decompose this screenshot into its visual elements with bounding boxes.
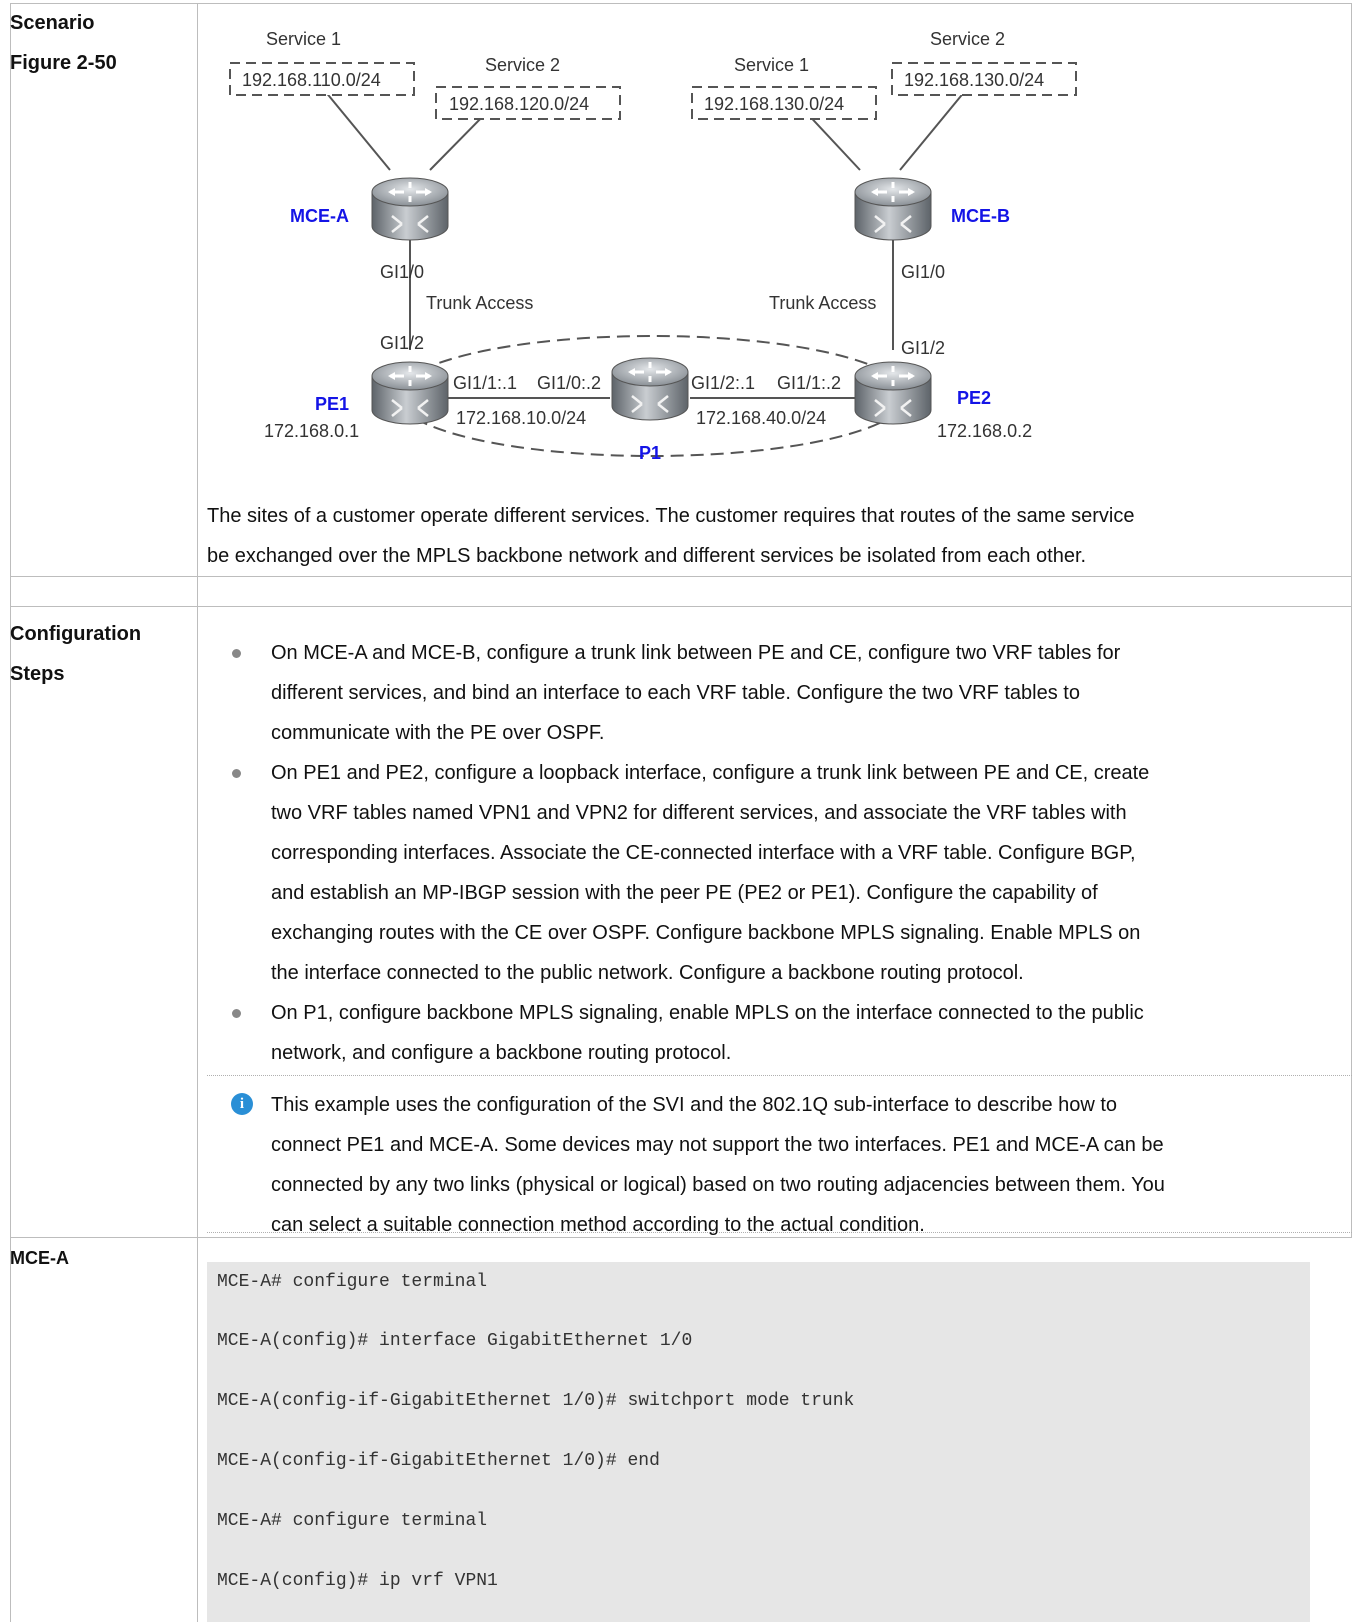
table-border-middle bbox=[197, 3, 198, 1622]
list-item: On P1, configure backbone MPLS signaling… bbox=[207, 993, 1332, 1073]
info-icon: i bbox=[231, 1093, 253, 1115]
port-p1-gi12: GI1/2:.1 bbox=[691, 373, 755, 393]
configuration-label-line2: Steps bbox=[10, 663, 65, 685]
service-box-a1 bbox=[229, 62, 415, 96]
scenario-label-line1: Scenario bbox=[10, 12, 95, 34]
code-line: MCE-A(config)# interface GigabitEthernet… bbox=[217, 1331, 693, 1351]
service-box-b1 bbox=[691, 86, 877, 120]
code-line: MCE-A# configure terminal bbox=[217, 1511, 488, 1531]
figure-number-label: Figure 2-50 bbox=[10, 52, 117, 74]
service-net-b2: 192.168.130.0/24 bbox=[904, 70, 1044, 90]
step-line: On PE1 and PE2, configure a loopback int… bbox=[271, 762, 1150, 784]
table-border-empty-bottom bbox=[10, 606, 1352, 607]
step-line: On P1, configure backbone MPLS signaling… bbox=[271, 1002, 1144, 1024]
link-label-trunk-left: Trunk Access bbox=[426, 293, 533, 313]
note-divider-bottom bbox=[207, 1232, 1352, 1233]
table-border-scenario-bottom bbox=[10, 576, 1352, 577]
port-pe2-gi12: GI1/2 bbox=[901, 338, 945, 358]
configuration-steps-label: Configuration Steps bbox=[10, 614, 141, 694]
port-pe1-gi12: GI1/2 bbox=[380, 333, 424, 353]
step-line: and establish an MP-IBGP session with th… bbox=[271, 882, 1098, 904]
note-line: This example uses the configuration of t… bbox=[271, 1094, 1118, 1116]
device-label-pe2: PE2 bbox=[957, 388, 991, 408]
table-border-left bbox=[10, 3, 11, 1622]
info-note: i This example uses the configuration of… bbox=[207, 1085, 1332, 1245]
device-label-p1: P1 bbox=[639, 443, 661, 463]
link-service2-mce-b bbox=[899, 84, 971, 171]
pe2-ip-label: 172.168.0.2 bbox=[937, 421, 1032, 441]
scenario-line: The sites of a customer operate differen… bbox=[207, 505, 1135, 527]
step-line: different services, and bind an interfac… bbox=[271, 682, 1080, 704]
scenario-label: Scenario Figure 2-50 bbox=[10, 3, 117, 83]
code-line: MCE-A# configure terminal bbox=[217, 1272, 488, 1292]
table-border-top bbox=[10, 3, 1352, 4]
router-mce-b-icon bbox=[853, 176, 933, 242]
link-service1-mce-a bbox=[319, 84, 391, 171]
service-net-a1: 192.168.110.0/24 bbox=[242, 70, 381, 90]
port-pe1-gi11: GI1/1:.1 bbox=[453, 373, 517, 393]
scenario-line: be exchanged over the MPLS backbone netw… bbox=[207, 545, 1087, 567]
device-label-mce-a: MCE-A bbox=[290, 206, 349, 226]
router-p1-icon bbox=[610, 356, 690, 422]
bullet-icon bbox=[232, 649, 241, 658]
service-net-b1: 192.168.130.0/24 bbox=[704, 94, 844, 114]
network-label-right: 172.168.40.0/24 bbox=[696, 408, 826, 428]
step-line: exchanging routes with the CE over OSPF.… bbox=[271, 922, 1141, 944]
code-line: MCE-A(config-if-GigabitEthernet 1/0)# sw… bbox=[217, 1391, 855, 1411]
configuration-label-line1: Configuration bbox=[10, 623, 142, 645]
service-label-b2: Service 2 bbox=[930, 29, 1005, 49]
table-border-right bbox=[1351, 3, 1352, 1238]
bullet-icon bbox=[232, 1009, 241, 1018]
bullet-icon bbox=[232, 769, 241, 778]
code-line: MCE-A(config-if-GigabitEthernet 1/0)# en… bbox=[217, 1451, 660, 1471]
mce-a-label: MCE-A bbox=[10, 1248, 69, 1268]
step-line: corresponding interfaces. Associate the … bbox=[271, 842, 1136, 864]
configuration-steps-list: On MCE-A and MCE-B, configure a trunk li… bbox=[207, 633, 1332, 1073]
scenario-description: The sites of a customer operate differen… bbox=[207, 496, 1327, 576]
step-line: On MCE-A and MCE-B, configure a trunk li… bbox=[271, 642, 1121, 664]
device-label-mce-b: MCE-B bbox=[951, 206, 1010, 226]
note-line: connected by any two links (physical or … bbox=[271, 1174, 1165, 1196]
note-line: connect PE1 and MCE-A. Some devices may … bbox=[271, 1134, 1164, 1156]
step-line: two VRF tables named VPN1 and VPN2 for d… bbox=[271, 802, 1127, 824]
network-label-left: 172.168.10.0/24 bbox=[456, 408, 586, 428]
service-box-b2 bbox=[891, 62, 1077, 96]
port-mce-b-gi10: GI1/0 bbox=[901, 262, 945, 282]
device-label-pe1: PE1 bbox=[315, 394, 349, 414]
router-pe2-icon bbox=[853, 360, 933, 426]
router-pe1-icon bbox=[370, 360, 450, 426]
note-divider-top bbox=[207, 1075, 1352, 1076]
code-line: MCE-A(config)# ip vrf VPN1 bbox=[217, 1571, 498, 1591]
code-block: MCE-A# configure terminal MCE-A(config)#… bbox=[207, 1262, 1310, 1622]
service-box-a2 bbox=[435, 86, 621, 120]
mce-a-row-label: MCE-A bbox=[10, 1238, 69, 1278]
step-line: network, and configure a backbone routin… bbox=[271, 1042, 732, 1064]
service-net-a2: 192.168.120.0/24 bbox=[449, 94, 589, 114]
router-mce-a-icon bbox=[370, 176, 450, 242]
step-line: the interface connected to the public ne… bbox=[271, 962, 1024, 984]
service-label-a2: Service 2 bbox=[485, 55, 560, 75]
port-mce-a-gi10: GI1/0 bbox=[380, 262, 424, 282]
note-line: can select a suitable connection method … bbox=[271, 1214, 925, 1236]
service-label-b1: Service 1 bbox=[734, 55, 809, 75]
pe1-ip-label: 172.168.0.1 bbox=[264, 421, 359, 441]
list-item: On MCE-A and MCE-B, configure a trunk li… bbox=[207, 633, 1332, 753]
link-label-trunk-right: Trunk Access bbox=[769, 293, 876, 313]
step-line: communicate with the PE over OSPF. bbox=[271, 722, 605, 744]
network-diagram: Service 1 192.168.110.0/24 Service 2 192… bbox=[229, 29, 1077, 463]
port-p1-gi10: GI1/0:.2 bbox=[537, 373, 601, 393]
list-item: On PE1 and PE2, configure a loopback int… bbox=[207, 753, 1332, 993]
service-label-a1: Service 1 bbox=[266, 29, 341, 49]
port-pe2-gi11: GI1/1:.2 bbox=[777, 373, 841, 393]
table-border-steps-bottom bbox=[10, 1237, 1352, 1238]
